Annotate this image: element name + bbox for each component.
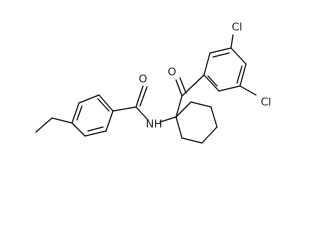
- bond-ringB-3: [230, 47, 247, 65]
- bond-ringB-1: [203, 52, 211, 76]
- bond-ringB-6: [203, 74, 220, 92]
- atom-chlorine-top: Cl: [232, 21, 243, 34]
- bond-cyhex-6: [175, 116, 183, 139]
- bond-cyhex-5: [181, 137, 203, 144]
- bond-ringA-carbonyl: [112, 106, 137, 112]
- bond-cl-top: [230, 34, 234, 49]
- bond-ketone-co-2: [179, 77, 187, 94]
- bond-amide-co-2: [139, 86, 148, 107]
- bond-ringA-inner-3: [76, 105, 83, 121]
- bond-cyhex-3: [210, 106, 218, 128]
- bond-ringB-inner-1: [212, 52, 230, 58]
- bond-ringB-inner-2: [236, 65, 243, 84]
- bond-cyhex-4: [201, 126, 218, 144]
- bond-ringA-1: [71, 122, 86, 137]
- bond-ringB-4: [239, 63, 247, 87]
- atom-chlorine-bottom: Cl: [261, 96, 272, 109]
- bond-ringB-2: [209, 47, 232, 54]
- bond-ethyl-ch2: [51, 117, 73, 124]
- bond-cyhex-2: [190, 101, 212, 108]
- atom-oxygen-amide: O: [139, 73, 148, 86]
- bond-ringB-inner-3: [207, 75, 218, 87]
- bond-ringA-4: [98, 94, 114, 112]
- structure-canvas: O O NH Cl Cl: [35, 21, 272, 144]
- bond-ethyl-ch3: [35, 117, 53, 133]
- bond-cq-ketone: [175, 95, 183, 118]
- bond-ketone-co-1: [175, 79, 183, 97]
- bond-ringA-2: [84, 130, 107, 137]
- bond-ringA-3: [105, 110, 114, 132]
- atom-nitrogen-nh: NH: [146, 118, 163, 131]
- bond-cl-bottom: [239, 85, 257, 96]
- bond-amide-co-1: [135, 85, 144, 108]
- bond-cyhex-1: [175, 101, 192, 118]
- bond-ringA-inner-1: [87, 126, 104, 132]
- bond-ringA-inner-2: [97, 98, 110, 112]
- bond-ringA-5: [78, 94, 100, 104]
- bond-ringB-5: [218, 85, 241, 92]
- atom-oxygen-ketone: O: [168, 66, 177, 79]
- bond-n-cq: [159, 116, 177, 123]
- molecule-diagram: O O NH Cl Cl: [35, 21, 272, 144]
- bond-ketone-ringB: [181, 74, 205, 97]
- bond-amide-cn: [135, 106, 149, 121]
- bond-ringA-6: [71, 102, 80, 124]
